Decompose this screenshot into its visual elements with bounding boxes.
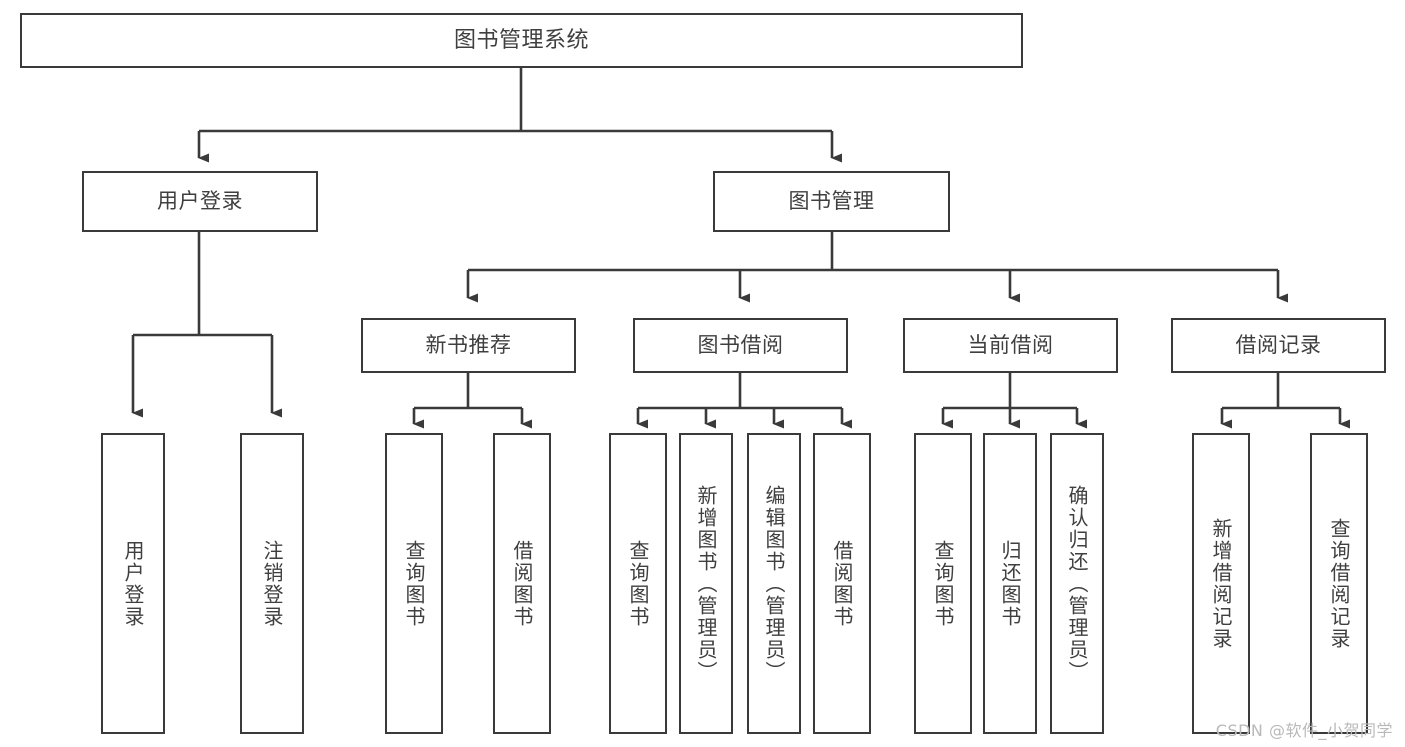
leaf-book-borrow-borrow[interactable]: 借阅图书: [813, 433, 871, 734]
node-label: 新增图书（管理员）: [694, 484, 718, 683]
leaf-new-book-borrow[interactable]: 借阅图书: [493, 433, 551, 734]
node-user-login[interactable]: 用户登录: [82, 171, 318, 232]
node-label: 编辑图书（管理员）: [762, 484, 786, 683]
node-label: 图书管理: [788, 189, 875, 214]
node-label: 图书管理系统: [453, 27, 589, 53]
leaf-borrow-record-add[interactable]: 新增借阅记录: [1192, 433, 1250, 734]
leaf-book-borrow-add[interactable]: 新增图书（管理员）: [679, 433, 733, 734]
node-label: 确认归还（管理员）: [1065, 484, 1089, 683]
node-root-system[interactable]: 图书管理系统: [20, 13, 1023, 68]
leaf-book-borrow-edit[interactable]: 编辑图书（管理员）: [747, 433, 801, 734]
node-label: 查询图书: [626, 539, 650, 628]
node-label: 注销登录: [260, 539, 284, 628]
node-label: 查询图书: [402, 539, 426, 628]
node-current-borrow[interactable]: 当前借阅: [903, 318, 1118, 373]
leaf-current-borrow-confirm-return[interactable]: 确认归还（管理员）: [1050, 433, 1104, 734]
node-label: 借阅记录: [1235, 333, 1322, 358]
leaf-user-login-logout[interactable]: 注销登录: [240, 433, 304, 734]
leaf-user-login-login[interactable]: 用户登录: [101, 433, 165, 734]
node-label: 查询图书: [931, 539, 955, 628]
node-label: 借阅图书: [830, 539, 854, 628]
node-label: 用户登录: [121, 539, 145, 628]
leaf-borrow-record-query[interactable]: 查询借阅记录: [1310, 433, 1368, 734]
node-borrow-record[interactable]: 借阅记录: [1171, 318, 1386, 373]
node-book-borrow[interactable]: 图书借阅: [633, 318, 848, 373]
node-label: 借阅图书: [510, 539, 534, 628]
node-label: 归还图书: [998, 539, 1022, 628]
leaf-current-borrow-query[interactable]: 查询图书: [914, 433, 972, 734]
node-label: 新书推荐: [425, 333, 512, 358]
node-label: 用户登录: [157, 189, 243, 214]
node-label: 查询借阅记录: [1327, 517, 1351, 650]
node-label: 新增借阅记录: [1209, 517, 1233, 650]
leaf-book-borrow-query[interactable]: 查询图书: [609, 433, 667, 734]
leaf-new-book-query[interactable]: 查询图书: [385, 433, 443, 734]
leaf-current-borrow-return[interactable]: 归还图书: [983, 433, 1037, 734]
watermark-text: CSDN @软件_小贺同学: [1215, 721, 1393, 740]
node-book-management[interactable]: 图书管理: [713, 171, 950, 232]
node-new-book-recommend[interactable]: 新书推荐: [361, 318, 576, 373]
node-label: 当前借阅: [967, 333, 1054, 358]
node-label: 图书借阅: [697, 333, 784, 358]
